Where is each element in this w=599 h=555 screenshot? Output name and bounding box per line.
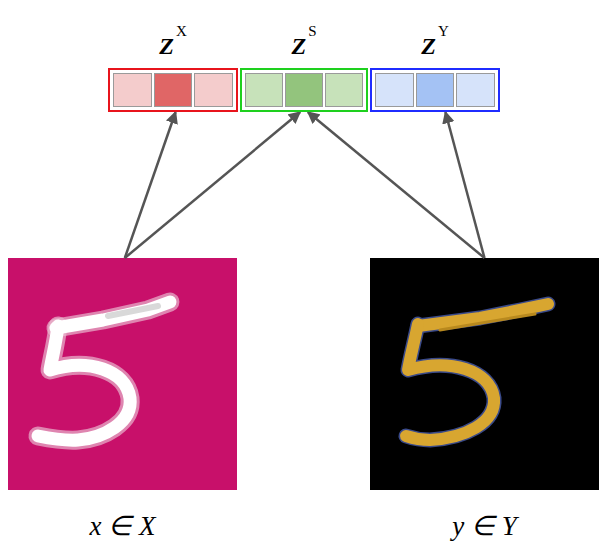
code-label: ZS: [240, 10, 368, 60]
latent-code: ZY: [370, 10, 500, 112]
image-caption: y ∈ Y: [370, 510, 599, 542]
vector-cell: [245, 73, 283, 107]
black-digit-image: [370, 258, 599, 490]
magenta-digit-image: [8, 258, 237, 490]
vector-cell: [325, 73, 363, 107]
input-image: y ∈ Y: [370, 258, 599, 490]
vector-cell: [194, 73, 233, 107]
code-symbol: Z: [159, 32, 174, 60]
code-superscript: S: [308, 24, 316, 39]
arrow-connector: [308, 112, 485, 258]
arrow-connector: [125, 112, 300, 258]
latent-vector: [108, 68, 238, 112]
code-superscript: Y: [438, 24, 449, 39]
code-symbol: Z: [291, 32, 306, 60]
latent-code: ZX: [108, 10, 238, 112]
latent-code: ZS: [240, 10, 368, 112]
vector-cell: [285, 73, 323, 107]
input-image: x ∈ X: [8, 258, 237, 490]
image-caption: x ∈ X: [8, 510, 237, 542]
vector-cell: [416, 73, 455, 107]
set-membership-label: x ∈ X: [90, 511, 156, 541]
code-label: ZY: [370, 10, 500, 60]
set-membership-label: y ∈ Y: [452, 511, 517, 541]
code-label: ZX: [108, 10, 238, 60]
vector-cell: [375, 73, 414, 107]
arrow-connector: [445, 112, 484, 258]
vector-cell: [456, 73, 495, 107]
vector-cell: [113, 73, 152, 107]
vector-cell: [154, 73, 193, 107]
latent-vector: [370, 68, 500, 112]
latent-vector: [240, 68, 368, 112]
code-symbol: Z: [421, 32, 436, 60]
code-superscript: X: [176, 24, 187, 39]
